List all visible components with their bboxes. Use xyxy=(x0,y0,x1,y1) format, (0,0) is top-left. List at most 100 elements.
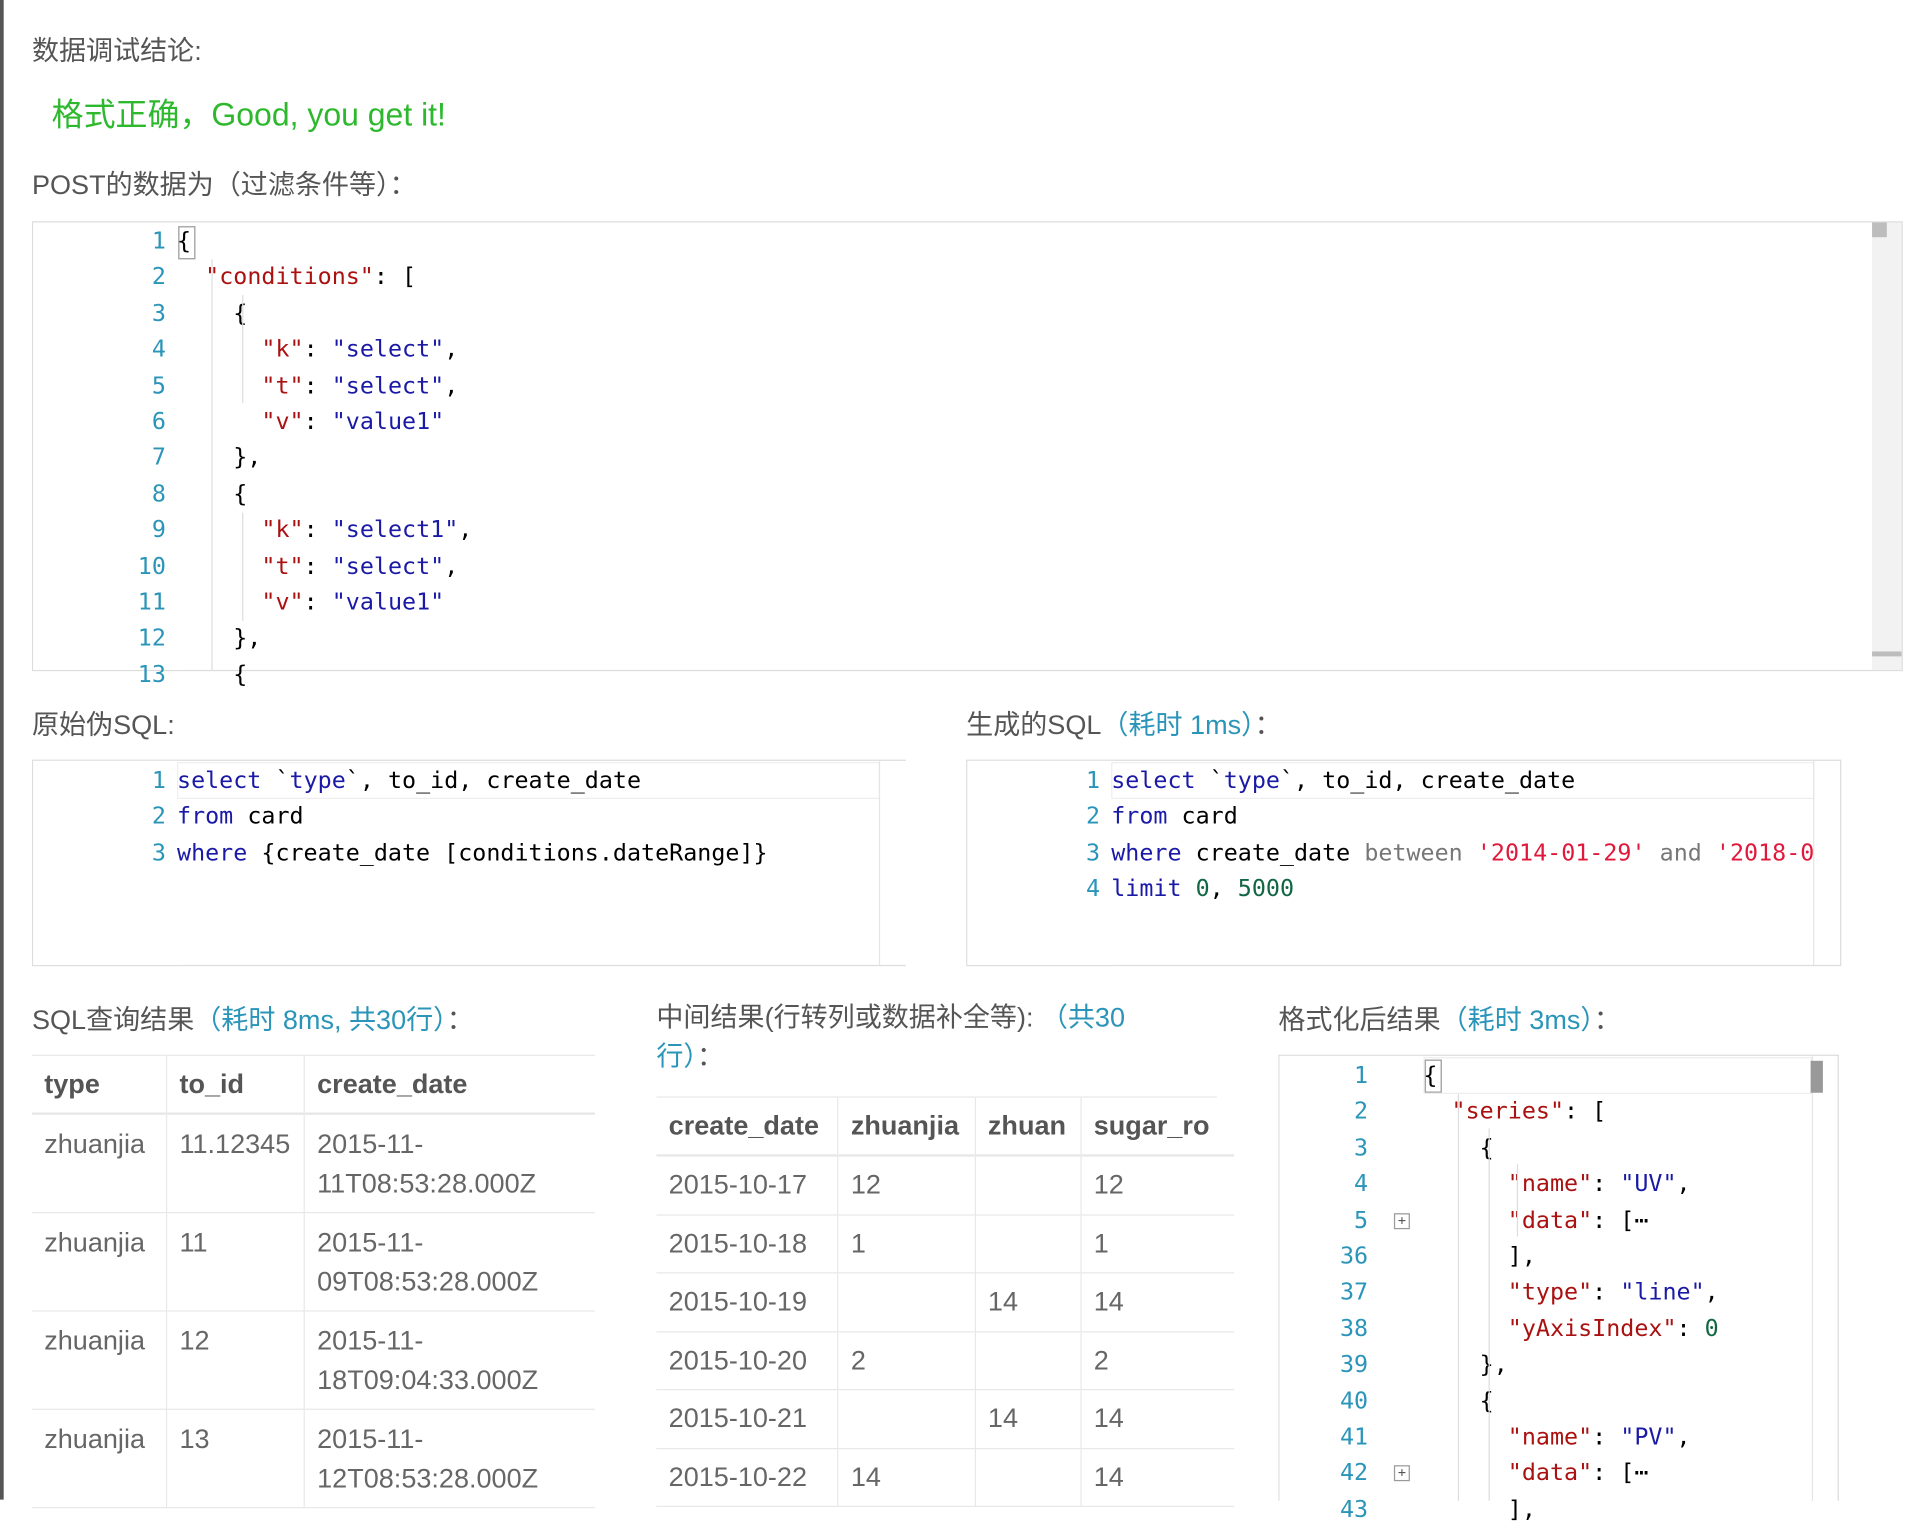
raw-sql-label: 原始伪SQL: xyxy=(31,709,175,740)
line-number: 41 xyxy=(1339,1423,1369,1451)
gen-sql-title: 生成的SQL xyxy=(966,709,1102,740)
line-number: 37 xyxy=(1339,1278,1369,1306)
line-number: 2 xyxy=(151,263,166,291)
active-line xyxy=(177,762,881,799)
sql-result-timing: （耗时 8ms, 共30行） xyxy=(194,1004,447,1035)
table-cell: zhuanjia xyxy=(31,1212,168,1312)
line-number: 38 xyxy=(1339,1314,1369,1343)
editor-code[interactable]: { "series": [ { "name": "UV", "data": [⋯… xyxy=(1280,1056,1838,1523)
gen-sql-suffix: ： xyxy=(1254,709,1282,740)
indent-guide xyxy=(1457,1092,1460,1501)
line-number: 3 xyxy=(1086,839,1101,867)
line-number: 12 xyxy=(137,624,166,652)
table-cell: 2 xyxy=(1080,1331,1235,1391)
code-line: "name": "UV", xyxy=(1507,1170,1691,1198)
table-cell: 2015-10-21 xyxy=(656,1389,839,1449)
line-number: 40 xyxy=(1339,1387,1369,1415)
editor-code[interactable]: { "conditions": [ { "k": "select", "t": … xyxy=(33,222,1901,688)
column-header[interactable]: zhuanjia xyxy=(837,1097,976,1157)
vertical-scrollbar[interactable] xyxy=(1872,222,1902,670)
code-line: ], xyxy=(1423,1242,1536,1270)
table-cell: 2 xyxy=(837,1331,976,1391)
table-cell: 11.12345 xyxy=(166,1113,305,1214)
editor-divider xyxy=(1811,1055,1814,1501)
middle-result-label: 中间结果(行转列或数据补全等):（共30 行）： xyxy=(656,998,1125,1077)
table-cell: 2015-10-19 xyxy=(656,1272,839,1332)
line-number: 2 xyxy=(1354,1098,1369,1126)
formatted-result-suffix: ： xyxy=(1593,1004,1621,1035)
line-number: 9 xyxy=(151,516,166,544)
table-cell: 13 xyxy=(166,1409,305,1509)
table-cell: 1 xyxy=(837,1214,976,1274)
column-header[interactable]: create_date xyxy=(656,1097,839,1157)
code-line: limit 0, 5000 xyxy=(1111,875,1295,903)
code-line: { xyxy=(177,299,248,327)
table-cell: 12 xyxy=(837,1155,976,1216)
table-cell: 2015-11-18T09:04:33.000Z xyxy=(304,1310,595,1410)
line-number: 1 xyxy=(151,227,166,255)
fold-toggle-icon[interactable]: + xyxy=(1393,1465,1410,1482)
table-cell: 12 xyxy=(1080,1155,1235,1216)
code-line: ], xyxy=(1423,1495,1536,1523)
bracket-highlight xyxy=(178,226,196,260)
table-cell: 11 xyxy=(166,1212,305,1312)
post-data-label: POST的数据为（过滤条件等）： xyxy=(31,169,417,201)
code-line: "v": "value1" xyxy=(261,408,445,436)
table-cell: zhuanjia xyxy=(31,1409,168,1509)
line-number: 8 xyxy=(151,480,166,508)
scroll-thumb[interactable] xyxy=(1872,651,1902,657)
code-line: "k": "select", xyxy=(261,335,459,363)
table-cell: 2015-10-18 xyxy=(656,1214,839,1274)
table-cell: 2015-10-17 xyxy=(656,1155,839,1216)
table-cell xyxy=(975,1155,1082,1216)
table-cell: 2015-11-09T08:53:28.000Z xyxy=(304,1212,595,1312)
line-number: 4 xyxy=(151,335,166,363)
indent-guide xyxy=(242,512,244,621)
code-line: "t": "select", xyxy=(261,371,459,399)
gen-sql-label: 生成的SQL（耗时 1ms）： xyxy=(966,703,1282,742)
code-line: "k": "select1", xyxy=(261,516,473,544)
line-number: 1 xyxy=(1354,1062,1369,1090)
code-line: select `type`, to_id, create_date xyxy=(1111,767,1576,795)
table-cell xyxy=(837,1272,976,1332)
table-cell xyxy=(975,1214,1082,1274)
column-header[interactable]: zhuan xyxy=(975,1097,1082,1157)
fold-toggle-icon[interactable]: + xyxy=(1393,1213,1410,1229)
line-number: 10 xyxy=(137,552,166,580)
code-line: { xyxy=(1423,1134,1494,1162)
column-header[interactable]: type xyxy=(31,1055,168,1115)
scroll-up-thumb[interactable] xyxy=(1872,222,1887,238)
line-number: 5 xyxy=(1354,1206,1369,1234)
code-line: }, xyxy=(177,624,262,652)
code-line: { xyxy=(1423,1062,1438,1090)
table-cell: 2015-11-11T08:53:28.000Z xyxy=(304,1113,595,1214)
middle-result-title: 中间结果(行转列或数据补全等): xyxy=(656,1001,1034,1033)
column-header[interactable]: to_id xyxy=(166,1055,305,1115)
line-number: 3 xyxy=(151,299,166,327)
active-line xyxy=(1423,1057,1812,1094)
code-line: "data": [⋯ xyxy=(1507,1206,1649,1234)
column-header[interactable]: create_date xyxy=(304,1055,595,1115)
bracket-highlight xyxy=(1424,1059,1442,1093)
code-line: "v": "value1" xyxy=(261,588,445,616)
column-header[interactable]: sugar_ro xyxy=(1080,1097,1235,1157)
formatted-result-label: 格式化后结果（耗时 3ms）： xyxy=(1278,998,1621,1037)
table-cell: 14 xyxy=(1080,1389,1235,1449)
scroll-thumb[interactable] xyxy=(1810,1060,1823,1093)
table-cell: 14 xyxy=(837,1447,976,1507)
